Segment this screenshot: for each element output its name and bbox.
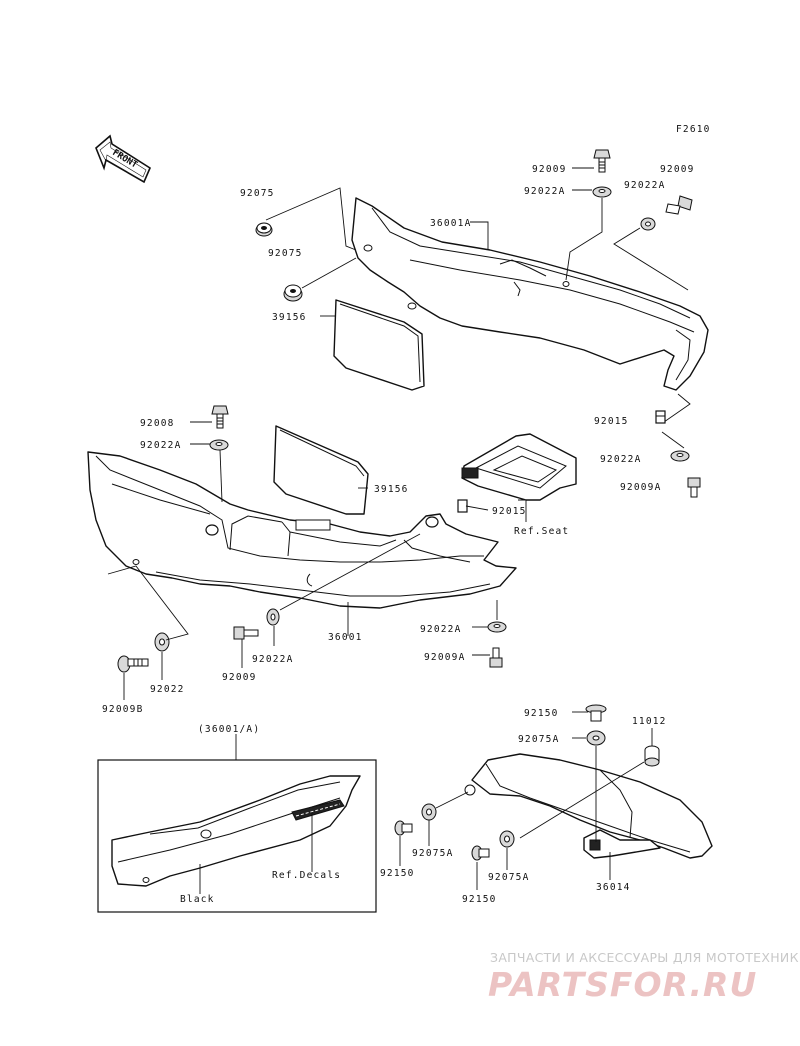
label-92009-top: 92009 [532,164,567,175]
collar-11012 [644,745,660,767]
bolt-92009-bottom [233,626,259,640]
label-92075-a: 92075 [240,188,275,199]
bolt-92008 [211,405,229,429]
grommet-92075A-top [586,730,606,746]
label-36001: 36001 [328,632,363,643]
bolt-92009-right [665,195,693,215]
label-39156-top: 39156 [272,312,307,323]
washer-92022A-top [592,186,612,198]
label-ref-decals: Ref.Decals [272,870,341,881]
inset-side-cover [111,775,361,887]
label-36014: 36014 [596,882,631,893]
label-92075-b: 92075 [268,248,303,259]
label-92015-mid: 92015 [492,506,527,517]
label-92022A-mid: 92022A [140,440,182,451]
label-92022A-bottom: 92022A [252,654,294,665]
washer-92022A-bottom [266,608,280,626]
grommet-92150-top [585,704,607,722]
figure-code: F2610 [676,124,711,135]
label-92022A-top: 92022A [524,186,566,197]
label-92009B: 92009B [102,704,144,715]
label-92009-bottom: 92009 [222,672,257,683]
label-inset-title: (36001/A) [198,724,260,735]
label-black: Black [180,894,215,905]
label-39156-mid: 39156 [374,484,409,495]
grommet-92150-low [471,845,490,861]
grommet-92075A-low [499,830,515,848]
label-92022A-right: 92022A [624,180,666,191]
bracket-36014 [583,829,661,859]
label-11012: 11012 [632,716,667,727]
label-92075A-mid: 92075A [412,848,454,859]
side-cover-36001A [351,197,709,391]
label-92022: 92022 [150,684,185,695]
grommet-92075-b [283,284,303,302]
label-92022A-low: 92022A [420,624,462,635]
front-direction-arrow-icon: FRONT [95,134,152,184]
washer-92022A-low [487,621,507,633]
label-92150-top: 92150 [524,708,559,719]
grommet-92075-a [255,222,273,237]
bolt-92009-top [593,149,611,173]
plate-39156-upper [333,299,425,391]
grommet-92075A-mid [421,803,437,821]
label-36001A: 36001A [430,218,472,229]
washer-92022A-mid [209,439,229,451]
label-92150-left: 92150 [380,868,415,879]
label-92150-low: 92150 [462,894,497,905]
label-92009A-right: 92009A [620,482,662,493]
cover-36014 [464,753,713,859]
label-92009-right: 92009 [660,164,695,175]
bolt-92009B [117,655,149,673]
grommet-92150-left [394,820,413,836]
washer-92022A-right [640,217,656,231]
label-92022A-right2: 92022A [600,454,642,465]
label-92075A-low: 92075A [488,872,530,883]
seat-reference-part [461,433,577,501]
side-cover-36001 [87,451,517,609]
plate-39156-middle [273,425,369,515]
watermark-logo: PARTSFOR.RU [488,965,757,1004]
label-92009A-low: 92009A [424,652,466,663]
washer-92022 [154,632,170,652]
clip-92015-right [655,410,666,424]
washer-92022A-right2 [670,450,690,462]
label-92015-right: 92015 [594,416,629,427]
label-ref-seat: Ref.Seat [514,526,569,537]
label-92008: 92008 [140,418,175,429]
label-92075A-top: 92075A [518,734,560,745]
bolt-92009A-right [687,477,701,498]
watermark-tagline: ЗАПЧАСТИ И АКСЕССУАРЫ ДЛЯ МОТОТЕХНИКИ [490,950,800,965]
clip-92015-mid [457,499,468,513]
bolt-92009A-low [489,647,503,668]
